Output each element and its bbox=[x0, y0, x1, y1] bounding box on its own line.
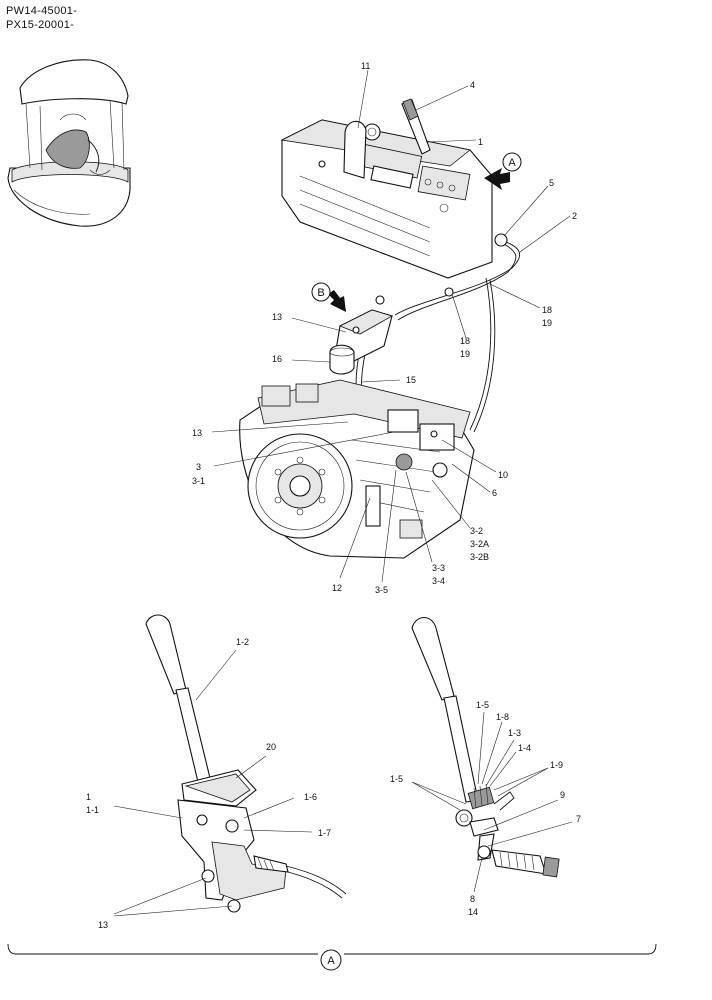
engine-transmission-block bbox=[239, 379, 475, 559]
callout-1-8: 1-8 bbox=[496, 712, 509, 722]
callout-19-right: 19 bbox=[542, 318, 552, 328]
callout-16: 16 bbox=[272, 354, 282, 364]
view-marker-bottom-label: A bbox=[327, 955, 335, 967]
callout-10: 10 bbox=[498, 470, 508, 480]
callout-3-2A: 3-2A bbox=[470, 539, 489, 549]
control-console bbox=[280, 119, 493, 279]
callout-5: 5 bbox=[549, 178, 554, 188]
view-marker-b-label: B bbox=[317, 287, 324, 299]
left-lever-assembly bbox=[145, 614, 347, 913]
callout-1-left: 1 bbox=[86, 792, 91, 802]
callout-3: 3 bbox=[196, 462, 201, 472]
callout-1-9: 1-9 bbox=[550, 760, 563, 770]
callout-4: 4 bbox=[470, 80, 475, 90]
callout-labels: 11 4 1 5 2 13 16 15 18 19 18 19 13 3 3-1… bbox=[86, 61, 581, 930]
callout-3-3: 3-3 bbox=[432, 563, 445, 573]
callout-1-7: 1-7 bbox=[318, 828, 331, 838]
callout-3-2: 3-2 bbox=[470, 526, 483, 536]
callout-13-lower: 13 bbox=[98, 920, 108, 930]
callout-1-6: 1-6 bbox=[304, 792, 317, 802]
callout-3-4: 3-4 bbox=[432, 576, 445, 586]
callout-20: 20 bbox=[266, 742, 276, 752]
callout-13-middle: 13 bbox=[192, 428, 202, 438]
view-marker-a: A bbox=[484, 152, 522, 190]
upper-travel-lever bbox=[401, 98, 431, 155]
callout-18-right: 18 bbox=[542, 305, 552, 315]
callout-15: 15 bbox=[406, 375, 416, 385]
callout-3-1: 3-1 bbox=[192, 476, 205, 486]
callout-8: 8 bbox=[470, 894, 475, 904]
callout-19-center: 19 bbox=[460, 349, 470, 359]
pilot-valve-assembly bbox=[329, 295, 394, 375]
callout-14: 14 bbox=[468, 907, 478, 917]
callout-2: 2 bbox=[572, 211, 577, 221]
machine-locator-thumbnail bbox=[7, 59, 131, 227]
model-serial-line-2: PX15-20001- bbox=[6, 19, 75, 31]
callout-1-5-upper: 1-5 bbox=[476, 700, 489, 710]
right-lever-assembly bbox=[411, 616, 560, 878]
callout-3-5: 3-5 bbox=[375, 585, 388, 595]
callout-11: 11 bbox=[361, 61, 370, 71]
callout-1-2: 1-2 bbox=[236, 637, 249, 647]
view-marker-b: B bbox=[311, 282, 346, 312]
model-serial-line-1: PW14-45001- bbox=[6, 5, 78, 17]
leader-lines bbox=[113, 69, 573, 917]
callout-1-3: 1-3 bbox=[508, 728, 521, 738]
callout-1-4: 1-4 bbox=[518, 743, 531, 753]
callout-13-upper: 13 bbox=[272, 312, 282, 322]
view-marker-a-label: A bbox=[508, 157, 516, 169]
callout-1-5-lower: 1-5 bbox=[390, 774, 403, 784]
callout-1-1: 1-1 bbox=[86, 805, 99, 815]
callout-18-center: 18 bbox=[460, 336, 470, 346]
callout-9: 9 bbox=[560, 790, 565, 800]
view-a-bracket: A bbox=[7, 943, 657, 971]
callout-7: 7 bbox=[576, 814, 581, 824]
callout-6: 6 bbox=[492, 488, 497, 498]
callout-1: 1 bbox=[478, 137, 483, 147]
callout-3-2B: 3-2B bbox=[470, 552, 489, 562]
callout-12: 12 bbox=[332, 583, 342, 593]
